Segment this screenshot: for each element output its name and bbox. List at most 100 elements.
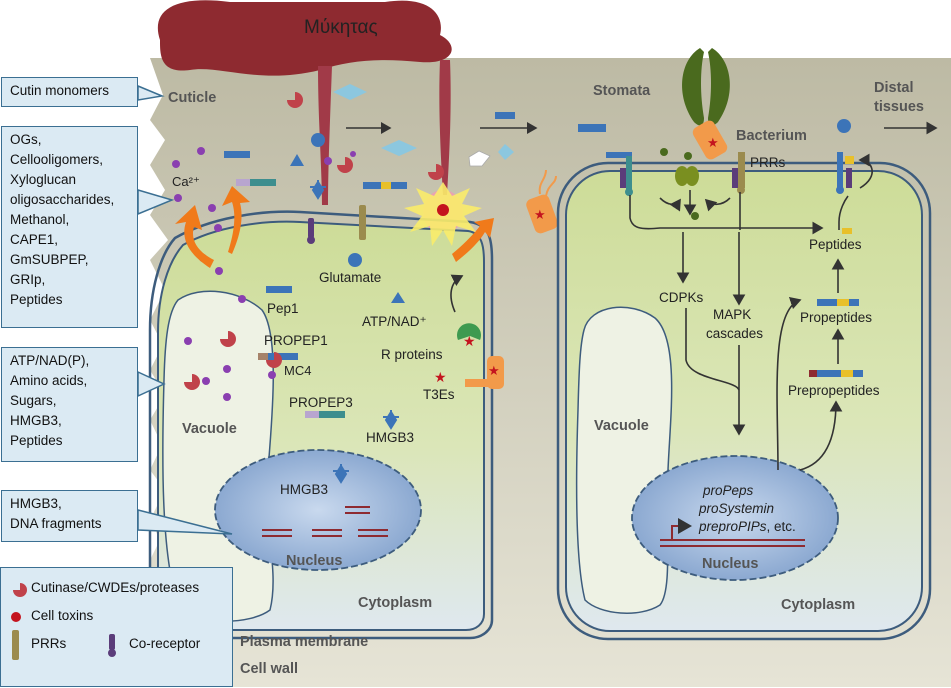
stomata-guard-cell-left [682, 48, 704, 126]
bacterium-outside [526, 194, 558, 234]
callout-atp-line: Amino acids, [10, 373, 88, 388]
pep1-label: Pep1 [267, 301, 299, 316]
right-cytoplasm-label: Cytoplasm [781, 597, 855, 613]
callout-ogs-line: Xyloglucan [10, 172, 77, 187]
legend-cutinase-icon [13, 583, 27, 597]
legend-icons [11, 583, 116, 660]
calcium-label: Ca²⁺ [172, 174, 200, 189]
right-prrs [606, 119, 854, 234]
legend-coreceptor-label: Co-receptor [129, 636, 201, 651]
fungus-stalk [439, 60, 451, 195]
fungal-entry-arrow [452, 218, 494, 262]
propeptides-label: Propeptides [800, 310, 872, 325]
callout-ogs-line: CAPE1, [10, 232, 59, 247]
mapk-label-line1: MAPK [713, 307, 751, 322]
stomata-label: Stomata [593, 83, 651, 99]
callout-ogs-line: OGs, [10, 132, 42, 147]
left-nucleus-label: Nucleus [286, 553, 342, 569]
callout-ogs-line: Cellooligomers, [10, 152, 104, 167]
feedback-arrow [450, 274, 464, 313]
callout-atp-line: HMGB3, [10, 413, 62, 428]
right-nucleus [631, 455, 839, 581]
callout-ogs-line: GRIp, [10, 272, 46, 287]
cuticle-peptide [578, 124, 606, 132]
injector-star-icon: ★ [488, 363, 500, 378]
legend-cutinase-label: Cutinase/CWDEs/proteases [31, 580, 200, 595]
legend-coreceptor-dot [108, 649, 116, 657]
gene-promoter [660, 518, 805, 547]
hmgb3-cytoplasm-label: HMGB3 [366, 430, 414, 445]
pointer-hmgb3 [137, 509, 233, 535]
bacterium-right [692, 120, 728, 160]
gene-propeps: proPeps [702, 483, 754, 498]
distal-label-line1: Distal [874, 80, 914, 96]
distal-label-line2: tissues [874, 99, 924, 115]
callout-atp-line: Sugars, [10, 393, 57, 408]
propep1-label: PROPEP1 [264, 333, 328, 348]
r-protein-icon [456, 323, 482, 340]
callout-cutin-line: Cutin monomers [10, 83, 110, 98]
left-prrs [307, 205, 366, 244]
calcium-influx-arrow-1 [175, 205, 214, 268]
stomata-guard-cell-right [708, 48, 730, 126]
propep3-label: PROPEP3 [289, 395, 353, 410]
mc4-label: MC4 [284, 363, 311, 378]
legend-prrs-label: PRRs [31, 636, 67, 651]
callout-atp: ATP/NAD(P), Amino acids, Sugars, HMGB3, … [1, 347, 138, 462]
mapk-label-line2: cascades [706, 326, 763, 341]
bacterium-outside-star-icon: ★ [534, 207, 546, 222]
left-vacuole-label: Vacuole [182, 421, 237, 437]
right-vacuole-label: Vacuole [594, 418, 649, 434]
left-nucleus [214, 449, 422, 571]
right-nucleus-label: Nucleus [702, 556, 758, 572]
gene-prosystemin: proSystemin [698, 501, 774, 516]
pointer-ogs [137, 188, 175, 216]
bacterium-flagella [538, 169, 557, 197]
calcium-influx-arrow-2 [222, 186, 250, 254]
pointer-cutin [137, 84, 165, 101]
fungus-hypha [318, 66, 332, 205]
callout-ogs: OGs, Cellooligomers, Xyloglucan oligosac… [1, 126, 138, 328]
cdpks-label: CDPKs [659, 290, 704, 305]
legend-coreceptor-icon [109, 634, 115, 650]
callout-atp-line: Peptides [10, 433, 63, 448]
cuticle-label: Cuticle [168, 90, 216, 106]
bacterial-injector-stem [465, 379, 489, 387]
legend-toxins-label: Cell toxins [31, 608, 94, 623]
cutinase-enzymes [184, 92, 444, 390]
cell-wall-label: Cell wall [240, 661, 298, 677]
peptides-label: Peptides [809, 237, 862, 252]
callout-ogs-line: Methanol, [10, 212, 70, 227]
left-cell-wall [148, 210, 494, 640]
left-cytoplasm-label: Cytoplasm [358, 595, 432, 611]
glutamate-label: Glutamate [319, 270, 381, 285]
pointer-atp [137, 370, 166, 398]
legend-prr-icon [12, 630, 19, 660]
callout-hmgb3-line: HMGB3, [10, 496, 62, 511]
bacterium-right-star-icon: ★ [707, 135, 719, 150]
t3e-star-icon-2: ★ [434, 369, 447, 385]
prrs-label: PRRs [750, 155, 786, 170]
prepropeptides-label: Prepropeptides [788, 383, 880, 398]
callout-cutin-monomers: Cutin monomers [1, 77, 138, 107]
bacterial-injector [487, 356, 504, 389]
left-molecules [172, 84, 515, 484]
callout-atp-line: ATP/NAD(P), [10, 353, 90, 368]
legend-toxin-icon [11, 612, 21, 622]
callout-hmgb3-line: DNA fragments [10, 516, 102, 531]
callout-hmgb3: HMGB3, DNA fragments [1, 490, 138, 542]
plasma-membrane-label: Plasma membrane [240, 634, 368, 650]
callout-ogs-line: Peptides [10, 292, 63, 307]
hmgb3-nucleus-label: HMGB3 [280, 482, 328, 497]
fungus-toxin-dot [437, 204, 449, 216]
callout-ogs-line: GmSUBPEP, [10, 252, 89, 267]
callout-ogs-line: oligosaccharides, [10, 192, 115, 207]
fungus-label: Μύκητας [304, 17, 378, 38]
atp-nad-label: ATP/NAD⁺ [362, 314, 427, 329]
t3e-star-icon-1: ★ [463, 333, 476, 349]
bacterium-label: Bacterium [736, 128, 807, 144]
legend: Cutinase/CWDEs/proteases Cell toxins PRR… [0, 567, 233, 687]
t3es-label: T3Es [423, 387, 455, 402]
